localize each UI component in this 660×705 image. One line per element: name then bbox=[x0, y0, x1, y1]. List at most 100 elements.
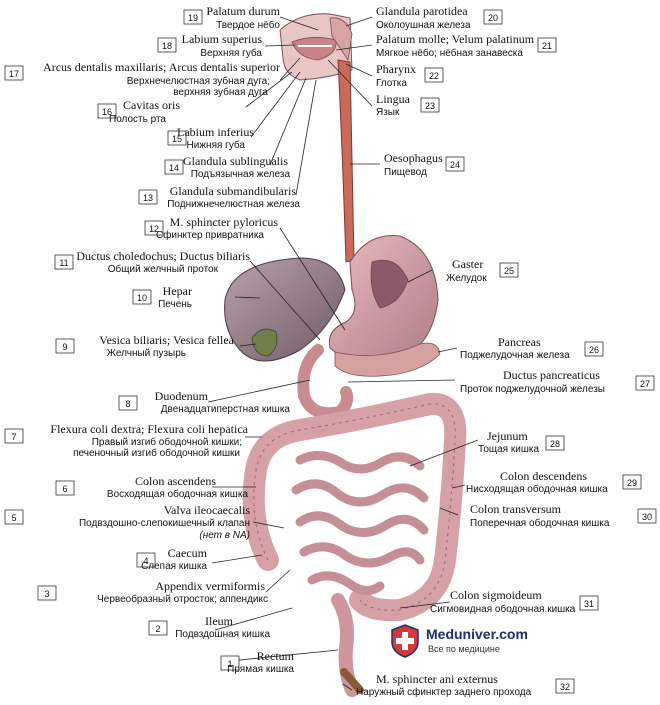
label-russian: Полость рта bbox=[109, 114, 166, 125]
medical-cross-icon bbox=[391, 624, 419, 658]
label-russian: Верхнечелюстная зубная дуга; bbox=[127, 75, 270, 87]
label-latin: Palatum durum bbox=[206, 4, 280, 18]
label-russian: Поджелудочная железа bbox=[460, 350, 570, 361]
label-russian: Нижняя губа bbox=[187, 139, 246, 151]
label-number: 20 bbox=[488, 13, 498, 23]
label-number: 24 bbox=[450, 160, 460, 170]
label-russian: Двенадцатиперстная кишка bbox=[161, 404, 291, 415]
label-russian: Верхняя губа bbox=[200, 47, 262, 59]
left-labels: Palatum durum Твердое нёбо Labium superi… bbox=[43, 4, 300, 675]
label-russian: Печень bbox=[158, 299, 192, 310]
label-number: 5 bbox=[11, 513, 16, 523]
small-intestine-shape bbox=[291, 451, 429, 595]
label-russian: Правый изгиб ободочной кишки; bbox=[92, 436, 242, 448]
watermark-tagline: Все по медицине bbox=[428, 644, 500, 654]
label-russian: Желудок bbox=[446, 273, 487, 284]
label-russian: печеночный изгиб ободочной кишки bbox=[73, 447, 240, 459]
label-number: 30 bbox=[642, 512, 652, 522]
label-latin: Flexura coli dextra; Flexura coli hepati… bbox=[50, 422, 248, 436]
label-russian: Пищевод bbox=[384, 167, 427, 178]
label-number: 9 bbox=[62, 342, 67, 352]
label-latin: M. sphincter pyloricus bbox=[170, 215, 279, 229]
label-number: 19 bbox=[188, 13, 198, 23]
label-latin: Colon sigmoideum bbox=[450, 588, 542, 602]
label-number: 14 bbox=[169, 163, 179, 173]
label-latin: Ductus choledochus; Ductus biliaris bbox=[76, 249, 250, 263]
label-russian: Наружный сфинктер заднего прохода bbox=[356, 686, 532, 698]
label-number: 23 bbox=[425, 101, 435, 111]
gallbladder-shape bbox=[251, 328, 278, 357]
label-russian: Общий желчный проток bbox=[108, 263, 219, 275]
label-number: 26 bbox=[589, 345, 599, 355]
label-latin: Duodenum bbox=[155, 389, 209, 403]
label-latin: Rectum bbox=[257, 649, 295, 663]
label-russian: Проток поджелудочной железы bbox=[460, 384, 605, 395]
label-number: 6 bbox=[62, 484, 67, 494]
label-number: 3 bbox=[44, 589, 49, 599]
label-number: 2 bbox=[155, 624, 160, 634]
label-russian: Твердое нёбо bbox=[216, 19, 280, 31]
label-russian: верхняя зубная дуга bbox=[173, 86, 268, 98]
label-number: 32 bbox=[560, 682, 570, 692]
label-number: 12 bbox=[149, 224, 159, 234]
label-russian: Сфинктер привратника bbox=[156, 229, 264, 241]
pancreas-shape bbox=[334, 342, 441, 377]
label-latin: Jejunum bbox=[487, 429, 528, 443]
label-latin: Gaster bbox=[452, 257, 483, 271]
label-russian: Язык bbox=[376, 107, 400, 118]
label-russian: Нисходящая ободочная кишка bbox=[466, 483, 608, 495]
label-latin: Appendix vermiformis bbox=[155, 579, 265, 593]
label-number: 22 bbox=[429, 71, 439, 81]
label-russian: Подвздошно-слепокишечный клапан bbox=[79, 518, 250, 529]
label-latin: Labium inferius bbox=[177, 125, 254, 139]
label-latin: Valva ileocaecalis bbox=[164, 503, 251, 517]
watermark: Meduniver.com Все по медицине bbox=[390, 622, 570, 662]
label-russian: Поперечная ободочная кишка bbox=[470, 517, 610, 529]
watermark-brand: Meduniver.com bbox=[426, 626, 528, 642]
label-latin: Colon descendens bbox=[500, 469, 587, 483]
label-russian: Глотка bbox=[376, 78, 407, 89]
label-latin: Pancreas bbox=[498, 335, 541, 349]
label-latin: Labium superius bbox=[182, 32, 263, 46]
right-labels: Glandula parotidea Околоушная железа Pal… bbox=[356, 4, 610, 698]
label-latin: Cavitas oris bbox=[123, 98, 180, 112]
oesophagus-shape bbox=[337, 59, 355, 263]
label-number: 17 bbox=[9, 69, 19, 79]
label-russian: Подъязычная железа bbox=[191, 169, 291, 180]
label-latin: Palatum molle; Velum palatinum bbox=[376, 32, 535, 46]
label-latin: Colon transversum bbox=[470, 502, 562, 516]
duodenum-shape bbox=[297, 344, 354, 420]
label-latin: Vesica biliaris; Vesica fellea bbox=[99, 333, 234, 347]
label-number: 13 bbox=[143, 193, 153, 203]
label-latin: M. sphincter ani externus bbox=[376, 672, 498, 686]
label-russian: (нет в NA) bbox=[199, 530, 250, 541]
number-boxes bbox=[4, 9, 657, 694]
label-latin: Arcus dentalis maxillaris; Arcus dentali… bbox=[43, 60, 280, 74]
label-number: 11 bbox=[59, 258, 68, 268]
label-latin: Glandula parotidea bbox=[376, 4, 468, 18]
label-number: 15 bbox=[172, 134, 182, 144]
label-russian: Прямая кишка bbox=[227, 664, 294, 675]
colon-shape bbox=[242, 392, 467, 622]
label-number: 4 bbox=[143, 556, 148, 566]
label-russian: Околоушная железа bbox=[376, 20, 471, 31]
label-number: 8 bbox=[125, 399, 130, 409]
label-latin: Caecum bbox=[168, 546, 208, 560]
label-russian: Мягкое нёбо; нёбная занавеска bbox=[376, 47, 523, 59]
number-labels: 19 18 17 16 15 14 13 12 11 10 9 8 7 6 5 … bbox=[9, 13, 652, 692]
label-number: 31 bbox=[584, 599, 594, 609]
label-number: 1 bbox=[227, 659, 232, 669]
label-russian: Подвздошная кишка bbox=[175, 629, 270, 640]
label-russian: Восходящая ободочная кишка bbox=[107, 488, 249, 500]
label-number: 10 bbox=[137, 293, 147, 303]
label-latin: Ductus pancreaticus bbox=[503, 368, 600, 382]
label-russian: Тощая кишка bbox=[478, 444, 539, 455]
label-latin: Ileum bbox=[205, 614, 234, 628]
label-russian: Червеобразный отросток; аппендикс bbox=[97, 593, 268, 605]
label-number: 28 bbox=[550, 439, 560, 449]
label-number: 25 bbox=[504, 266, 514, 276]
label-russian: Поднижнечелюстная железа bbox=[167, 199, 300, 210]
label-number: 21 bbox=[542, 41, 552, 51]
